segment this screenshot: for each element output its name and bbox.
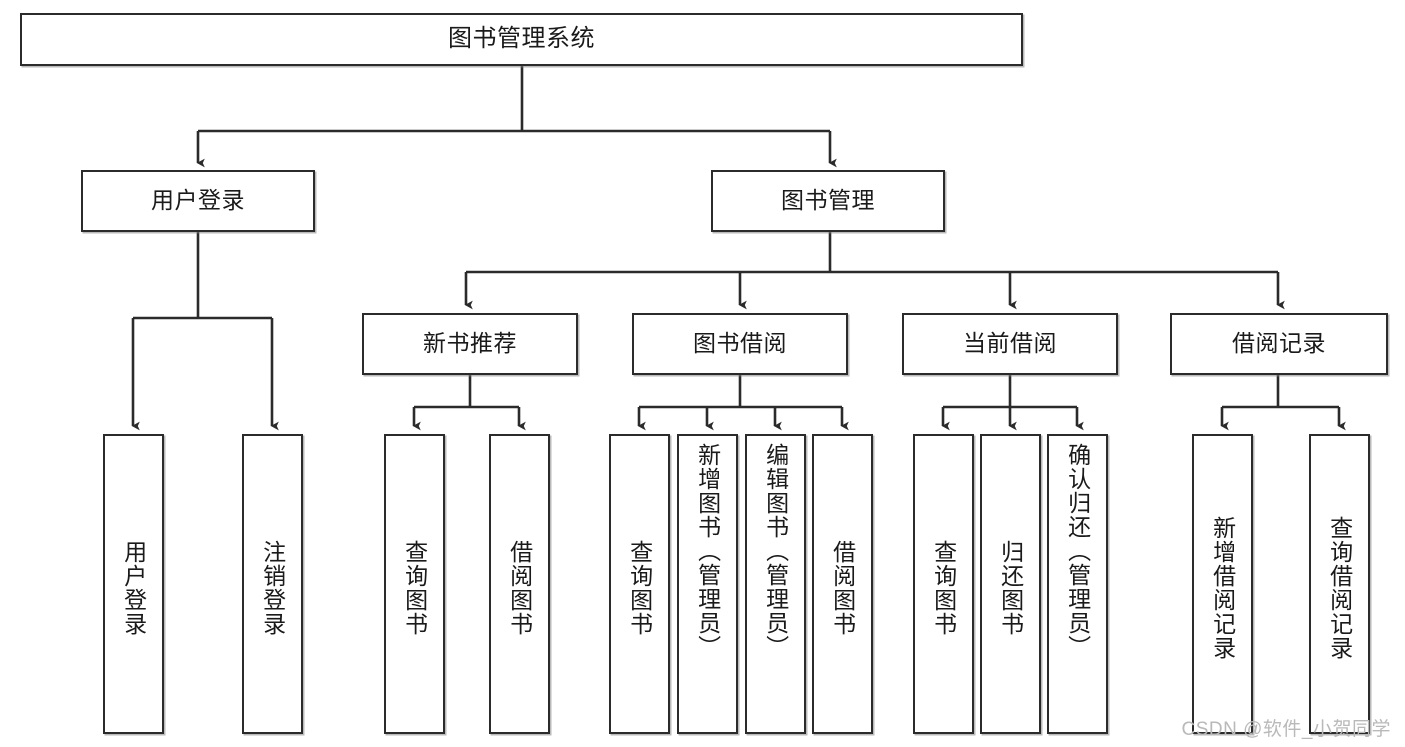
leaf-add-borrow-record-label: 新增借阅记录 (1209, 516, 1236, 660)
node-user-login[interactable]: 用户登录 (81, 170, 315, 232)
node-new-book-recommend-label: 新书推荐 (423, 330, 517, 357)
leaf-query-borrow-record[interactable]: 查询借阅记录 (1309, 434, 1370, 734)
leaf-add-book-admin-label: 新增图书（管理员） (694, 443, 721, 659)
leaf-query-book-current[interactable]: 查询图书 (913, 434, 974, 734)
leaf-query-book-borrow[interactable]: 查询图书 (609, 434, 670, 734)
node-book-management[interactable]: 图书管理 (711, 170, 945, 232)
leaf-confirm-return-admin[interactable]: 确认归还（管理员） (1047, 434, 1108, 734)
leaf-return-book-label: 归还图书 (997, 540, 1024, 636)
leaf-user-login-label: 用户登录 (120, 540, 147, 636)
leaf-add-borrow-record[interactable]: 新增借阅记录 (1192, 434, 1253, 734)
node-borrow-record[interactable]: 借阅记录 (1170, 313, 1388, 375)
leaf-borrow-book-recommend-label: 借阅图书 (506, 540, 533, 636)
leaf-borrow-book-recommend[interactable]: 借阅图书 (489, 434, 550, 734)
leaf-borrow-book[interactable]: 借阅图书 (812, 434, 873, 734)
leaf-query-borrow-record-label: 查询借阅记录 (1326, 516, 1353, 660)
leaf-confirm-return-admin-label: 确认归还（管理员） (1064, 443, 1091, 659)
leaf-add-book-admin[interactable]: 新增图书（管理员） (677, 434, 738, 734)
leaf-borrow-book-label: 借阅图书 (829, 540, 856, 636)
node-current-borrow[interactable]: 当前借阅 (902, 313, 1118, 375)
node-current-borrow-label: 当前借阅 (963, 330, 1057, 357)
leaf-edit-book-admin[interactable]: 编辑图书（管理员） (745, 434, 806, 734)
leaf-logout[interactable]: 注销登录 (242, 434, 303, 734)
leaf-query-book-current-label: 查询图书 (930, 540, 957, 636)
leaf-query-book-recommend-label: 查询图书 (401, 540, 428, 636)
node-book-borrow-label: 图书借阅 (693, 330, 787, 357)
node-borrow-record-label: 借阅记录 (1232, 330, 1326, 357)
leaf-edit-book-admin-label: 编辑图书（管理员） (762, 443, 789, 659)
leaf-return-book[interactable]: 归还图书 (980, 434, 1041, 734)
node-book-management-label: 图书管理 (781, 187, 875, 214)
leaf-logout-label: 注销登录 (259, 540, 286, 636)
leaf-user-login[interactable]: 用户登录 (103, 434, 164, 734)
node-user-login-label: 用户登录 (151, 187, 245, 214)
node-root-label: 图书管理系统 (448, 25, 595, 53)
leaf-query-book-recommend[interactable]: 查询图书 (384, 434, 445, 734)
node-root-system[interactable]: 图书管理系统 (20, 13, 1023, 66)
leaf-query-book-borrow-label: 查询图书 (626, 540, 653, 636)
node-new-book-recommend[interactable]: 新书推荐 (362, 313, 578, 375)
node-book-borrow[interactable]: 图书借阅 (632, 313, 848, 375)
